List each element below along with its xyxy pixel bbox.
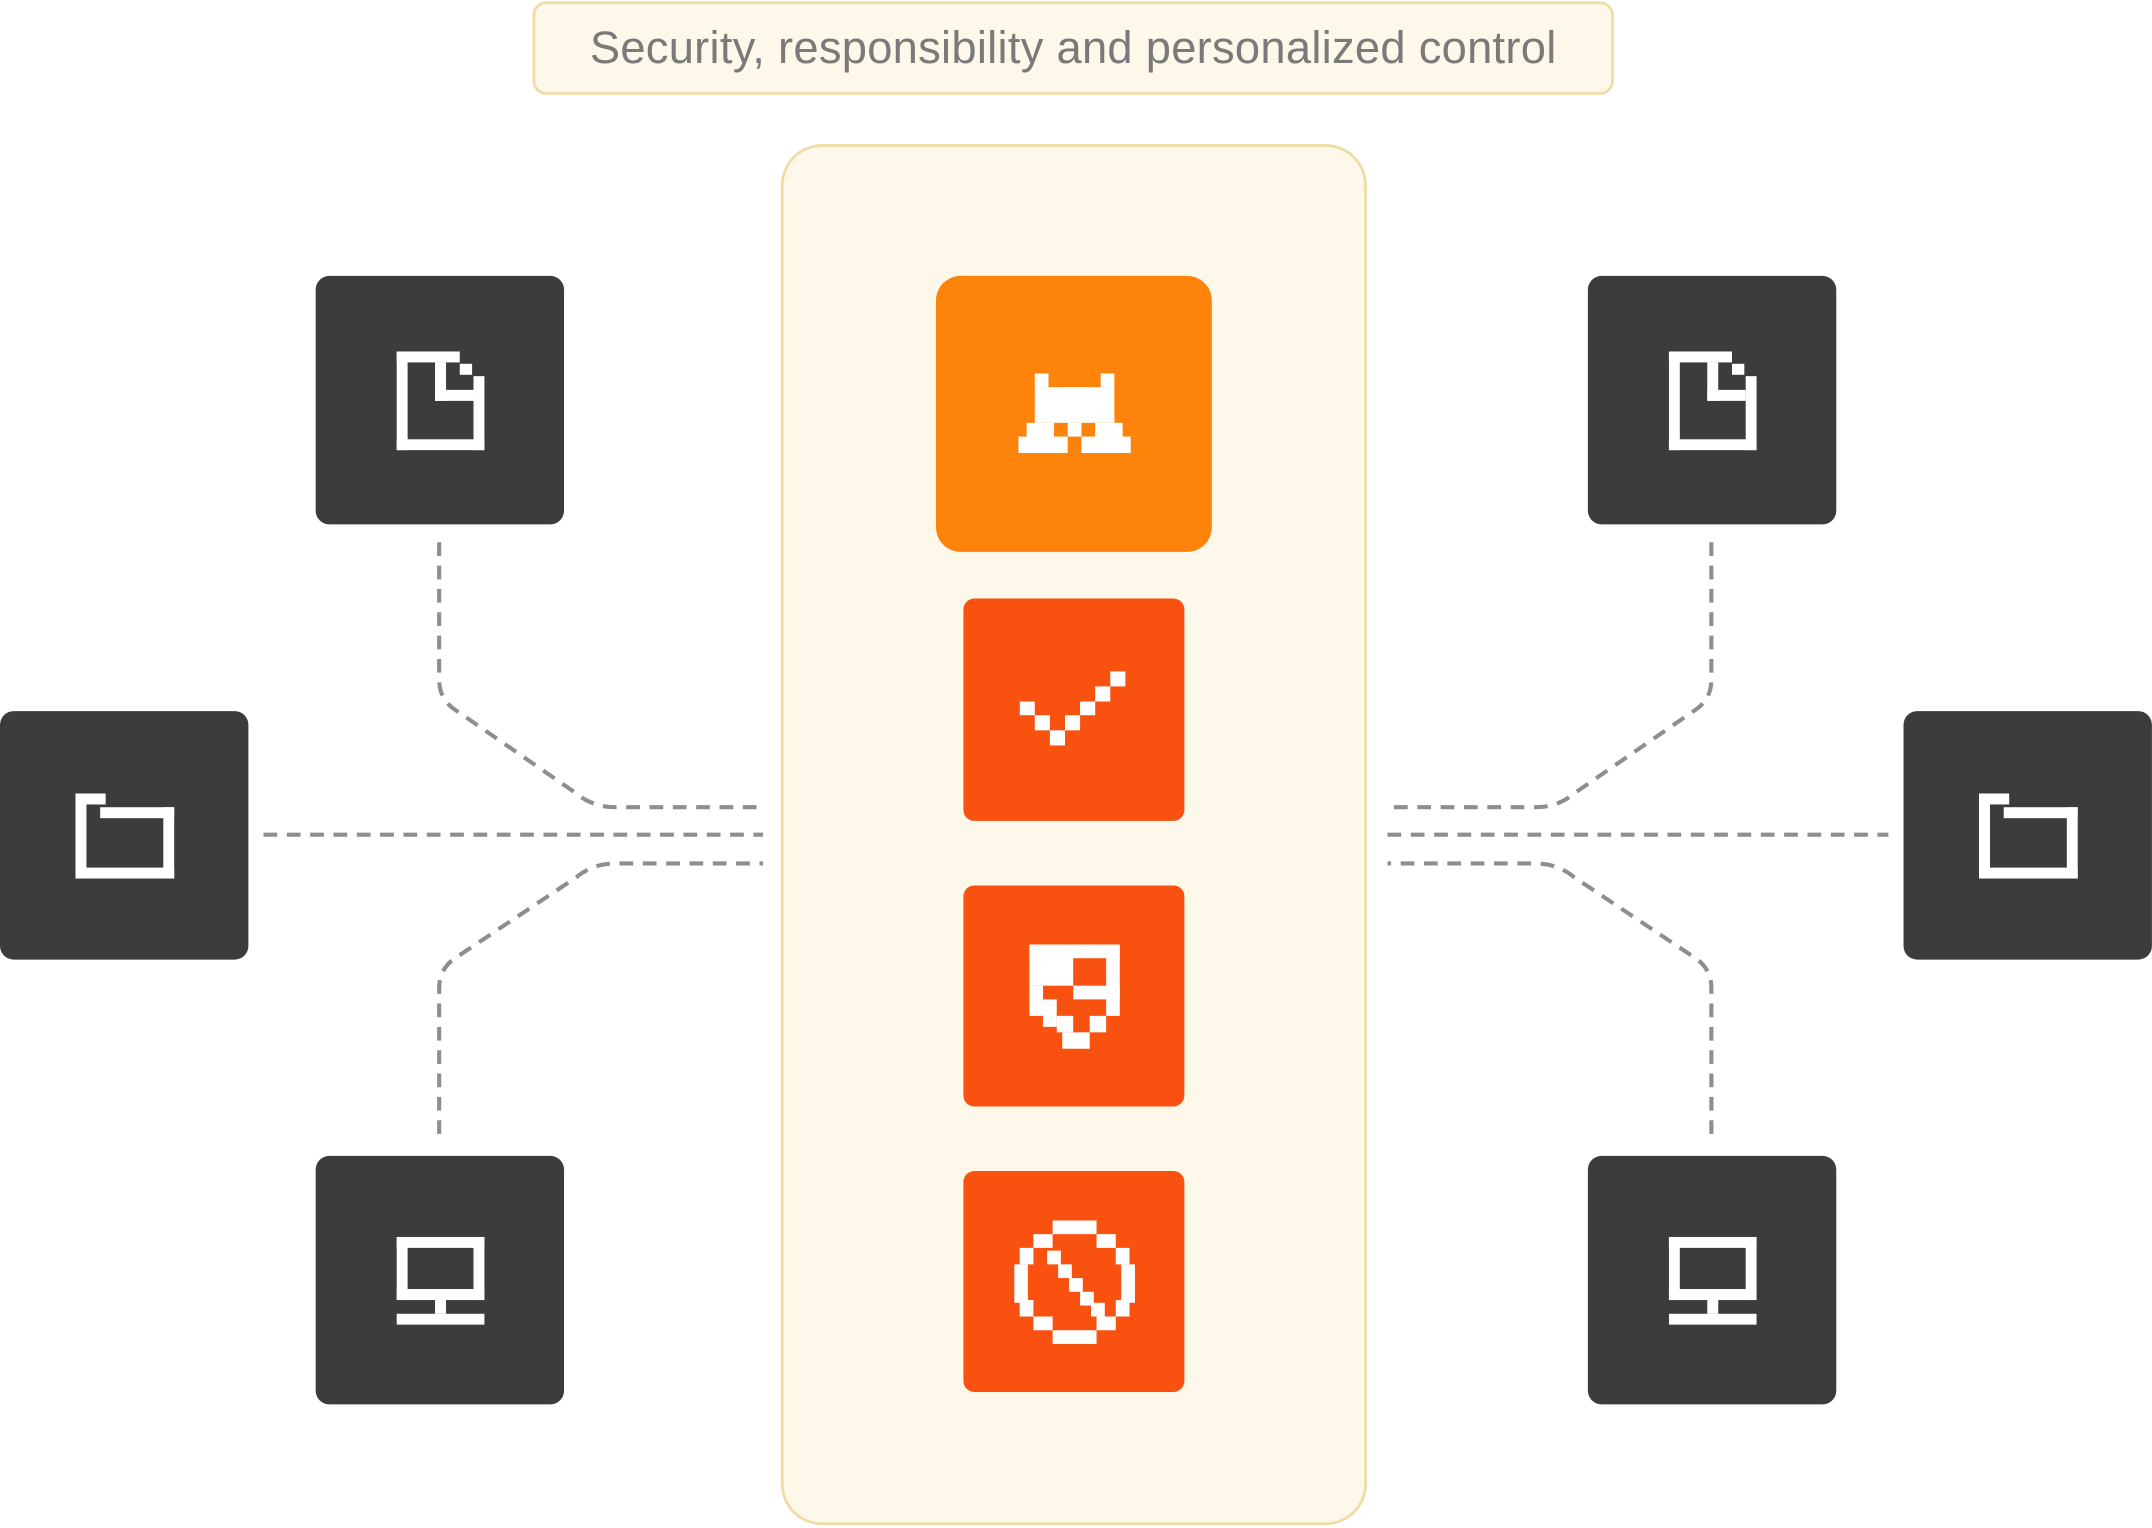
checkmark-icon (1019, 671, 1125, 746)
folder-icon (1978, 792, 2078, 878)
computer-icon (395, 1236, 484, 1325)
diagram-title: Security, responsibility and personalize… (589, 21, 1557, 73)
folder-icon (74, 792, 174, 878)
blocked-icon (1013, 1219, 1135, 1344)
computer-icon (1668, 1236, 1756, 1325)
feature-security (935, 275, 1212, 552)
shield-icon (1028, 943, 1120, 1049)
right-document-node (1587, 275, 1837, 525)
connector-right-computer (1387, 861, 1714, 1134)
left-document-node (315, 275, 565, 525)
feature-protection (963, 885, 1185, 1107)
title-banner: Security, responsibility and personalize… (532, 1, 1614, 95)
feature-responsibility (963, 598, 1185, 821)
left-folder-node (0, 711, 249, 960)
connector-right-document (1387, 542, 1714, 810)
feature-control (963, 1170, 1185, 1393)
connector-left-document (437, 542, 764, 810)
document-icon (395, 350, 484, 450)
castle-icon (1017, 372, 1131, 453)
right-computer-node (1587, 1155, 1837, 1405)
left-computer-node (315, 1155, 565, 1405)
right-folder-node (1903, 711, 2152, 960)
document-icon (1668, 350, 1756, 450)
connector-left-computer (437, 861, 764, 1134)
